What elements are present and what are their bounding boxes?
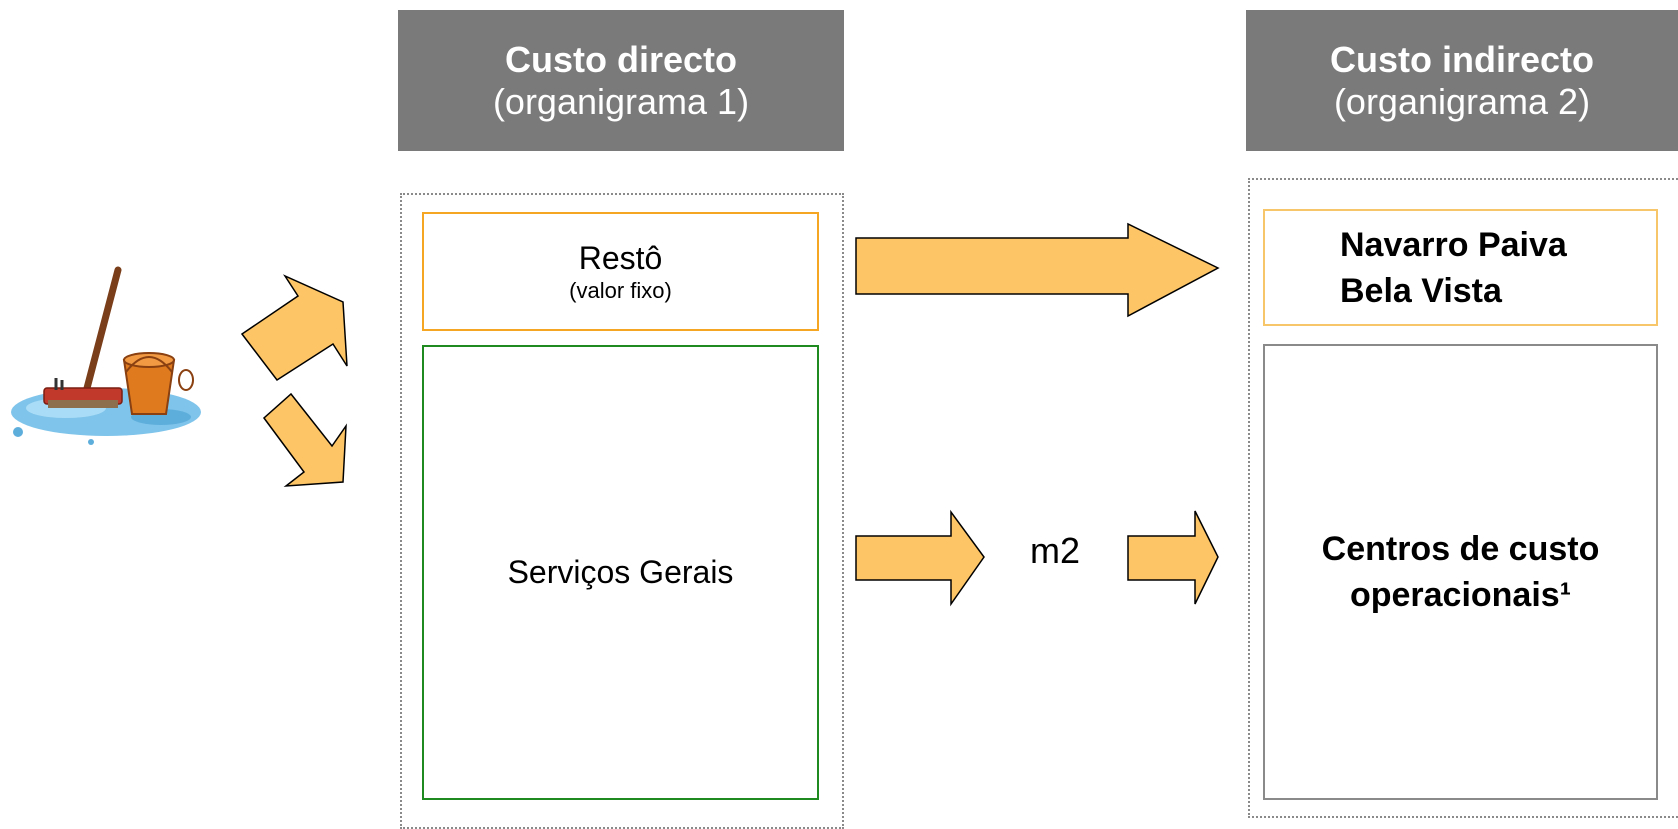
header-subtitle: (organigrama 1) (492, 80, 750, 122)
arrow-servicos-to-m2 (855, 509, 985, 607)
arrow-resto-to-navarro (855, 222, 1220, 318)
navarro-paiva-box: Navarro Paiva Bela Vista (1263, 209, 1658, 326)
navarro-line2: Bela Vista (1340, 271, 1502, 310)
header-custo-indirecto: Custo indirecto (organigrama 2) (1246, 10, 1678, 151)
resto-box: Restô (valor fixo) (422, 212, 819, 331)
centros-custo-box: Centros de custo operacionais¹ (1263, 344, 1658, 800)
header-title: Custo indirecto (1329, 38, 1594, 80)
header-title: Custo directo (504, 38, 737, 80)
arrow-icon-to-servicos (262, 392, 347, 487)
navarro-line1: Navarro Paiva (1340, 225, 1567, 264)
arrow-icon-to-resto (240, 274, 348, 382)
header-subtitle: (organigrama 2) (1333, 80, 1591, 122)
centros-line1: Centros de custo (1321, 530, 1600, 568)
arrow-m2-to-centros (1127, 510, 1219, 605)
resto-note: (valor fixo) (569, 277, 672, 303)
mop-and-bucket-icon (11, 266, 201, 445)
servicos-gerais-box: Serviços Gerais (422, 345, 819, 800)
resto-label: Restô (578, 239, 663, 276)
indirect-cost-group (1248, 178, 1678, 818)
servicos-gerais-label: Serviços Gerais (507, 554, 734, 590)
m2-label: m2 (1029, 530, 1080, 571)
centros-line2: operacionais¹ (1349, 576, 1572, 614)
header-custo-directo: Custo directo (organigrama 1) (398, 10, 844, 151)
